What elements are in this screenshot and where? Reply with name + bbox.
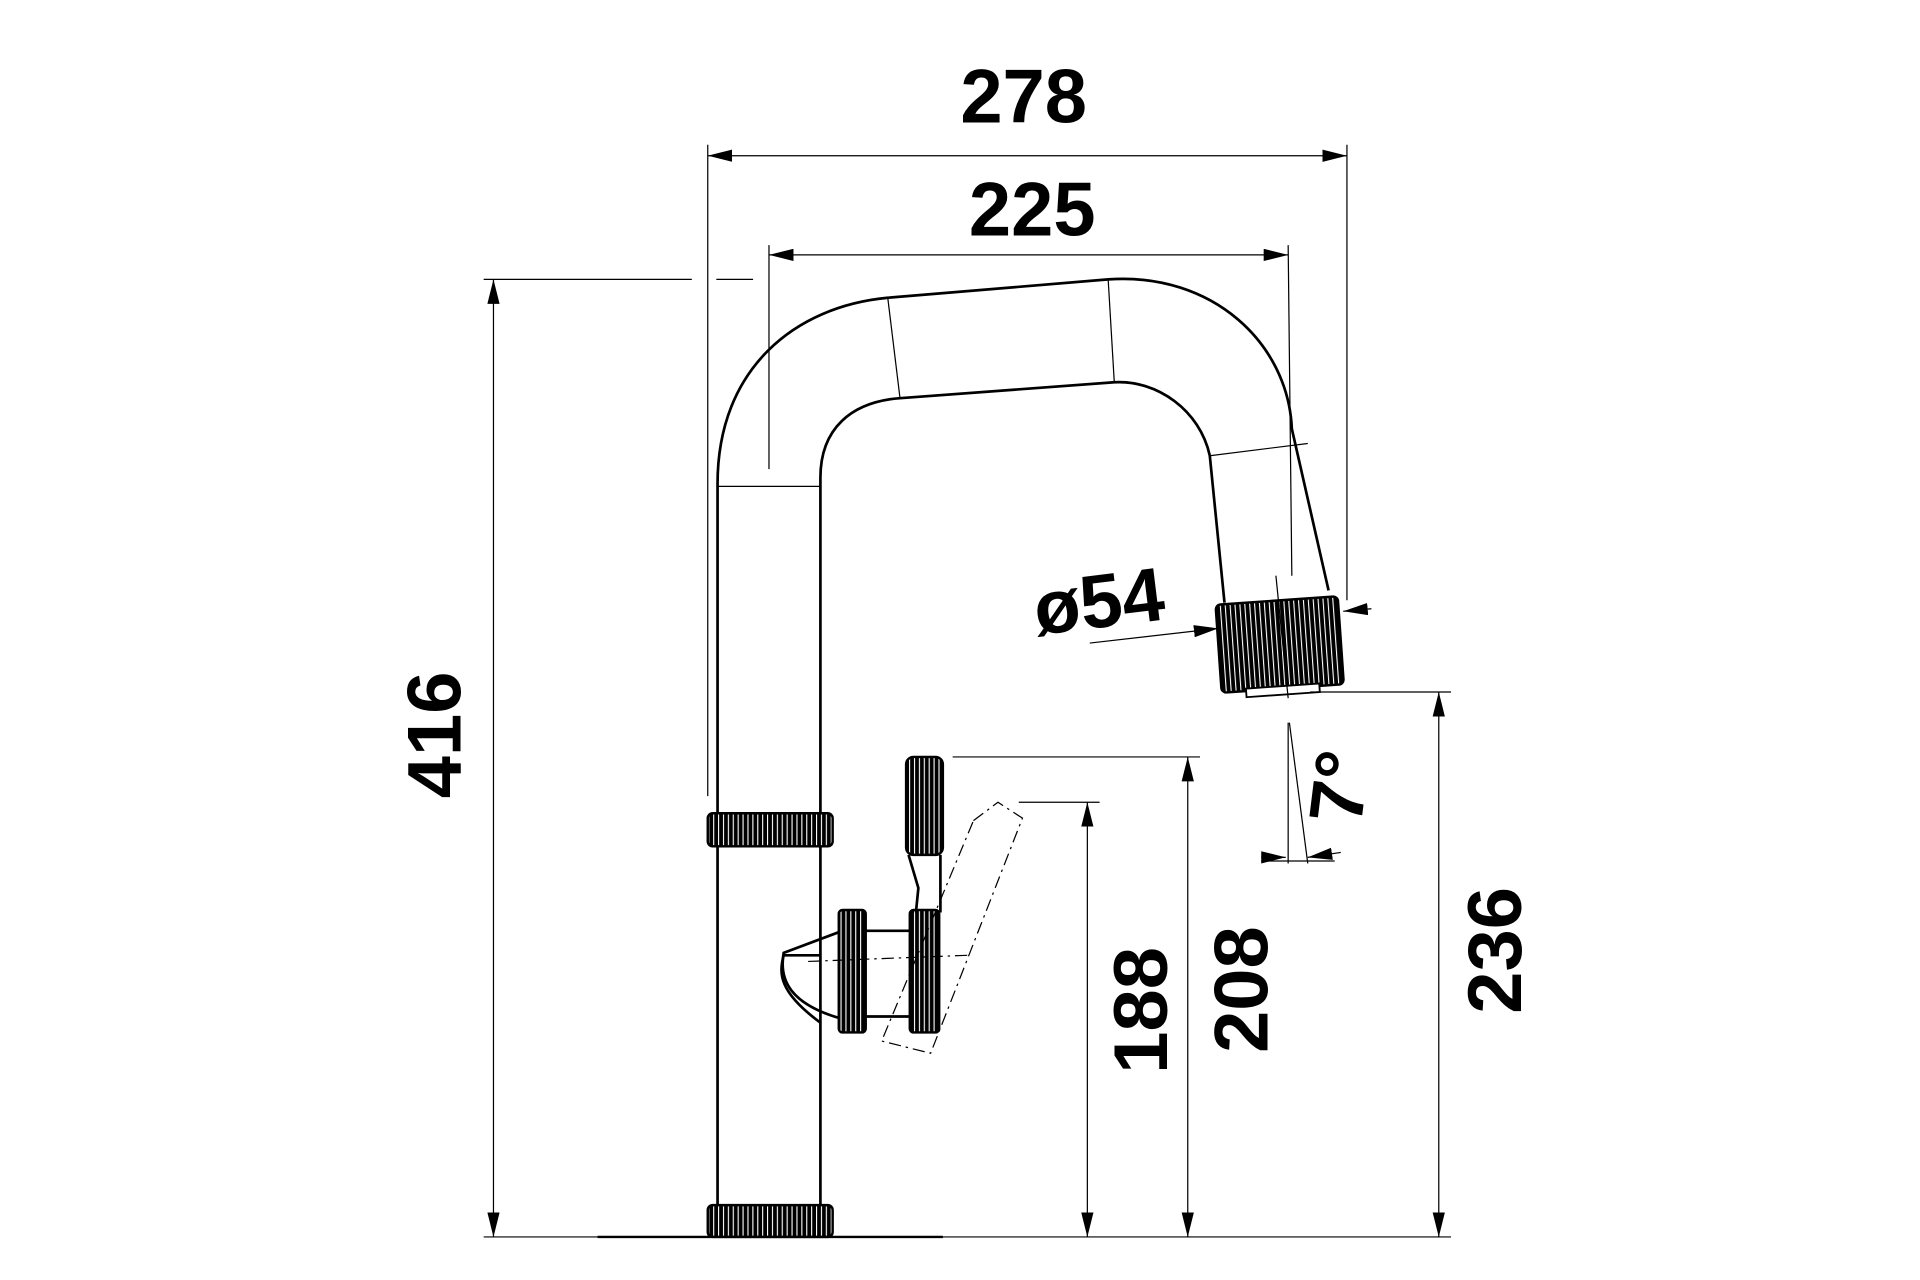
aerator [1214, 595, 1345, 699]
dim-208-label: 208 [1199, 926, 1284, 1053]
dim-278-label: 278 [960, 55, 1087, 140]
upper-ring [706, 812, 834, 848]
dim-line-7deg-2 [1307, 847, 1341, 860]
dim-225-label: 225 [969, 167, 1096, 252]
faucet-body [716, 277, 1330, 1237]
dim-54-label: ø54 [1029, 552, 1169, 652]
dim-7deg-label: 7° [1293, 746, 1386, 828]
extension-lines [483, 144, 1452, 1238]
lever-handle [780, 755, 1024, 1054]
dim-416-label: 416 [392, 672, 477, 799]
dim-188-label: 188 [1099, 947, 1184, 1074]
dim-line-54-left [1089, 625, 1219, 644]
dim-236-label: 236 [1453, 887, 1538, 1014]
dim-line-54-right [1343, 603, 1372, 616]
base-ring [706, 1203, 834, 1239]
